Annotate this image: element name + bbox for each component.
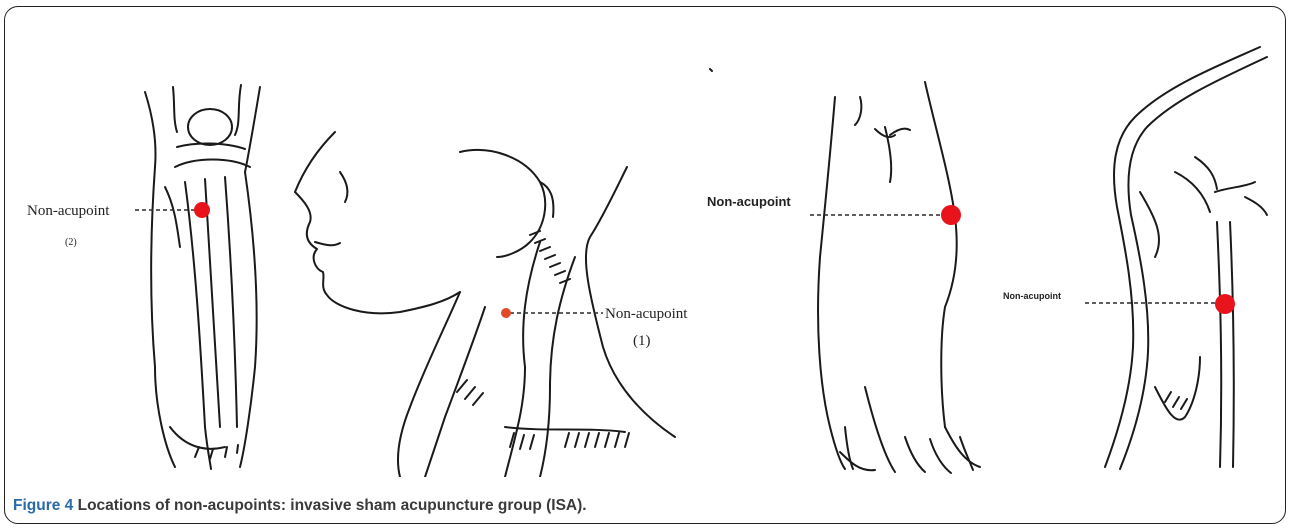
forearm-label: Non-acupoint [707, 194, 791, 209]
figure-caption-label: Figure 4 [13, 497, 73, 514]
leg-label-number: (2) [65, 237, 77, 248]
figure-caption-text: Locations of non-acupoints: invasive sha… [78, 497, 587, 514]
neck-label-number: (1) [633, 333, 651, 349]
figure-frame: Non-acupoint (2) Non-acupoint (1) Non-ac… [4, 6, 1286, 524]
leg-label: Non-acupoint [27, 203, 110, 219]
neck-drawing [295, 132, 675, 477]
shoulder-drawing [1105, 47, 1267, 469]
figure-caption: Figure 4 Locations of non-acupoints: inv… [13, 497, 1273, 515]
forearm-non-acupoint-marker [941, 205, 961, 225]
figure-illustration: Non-acupoint (2) Non-acupoint (1) Non-ac… [5, 7, 1286, 477]
shoulder-label: Non-acupoint [1003, 291, 1061, 301]
leg-drawing [145, 85, 260, 469]
leg-non-acupoint-marker [194, 202, 210, 218]
neck-non-acupoint-marker [501, 308, 511, 318]
shoulder-non-acupoint-marker [1215, 294, 1235, 314]
neck-label: Non-acupoint [605, 306, 688, 322]
forearm-drawing [710, 69, 980, 473]
